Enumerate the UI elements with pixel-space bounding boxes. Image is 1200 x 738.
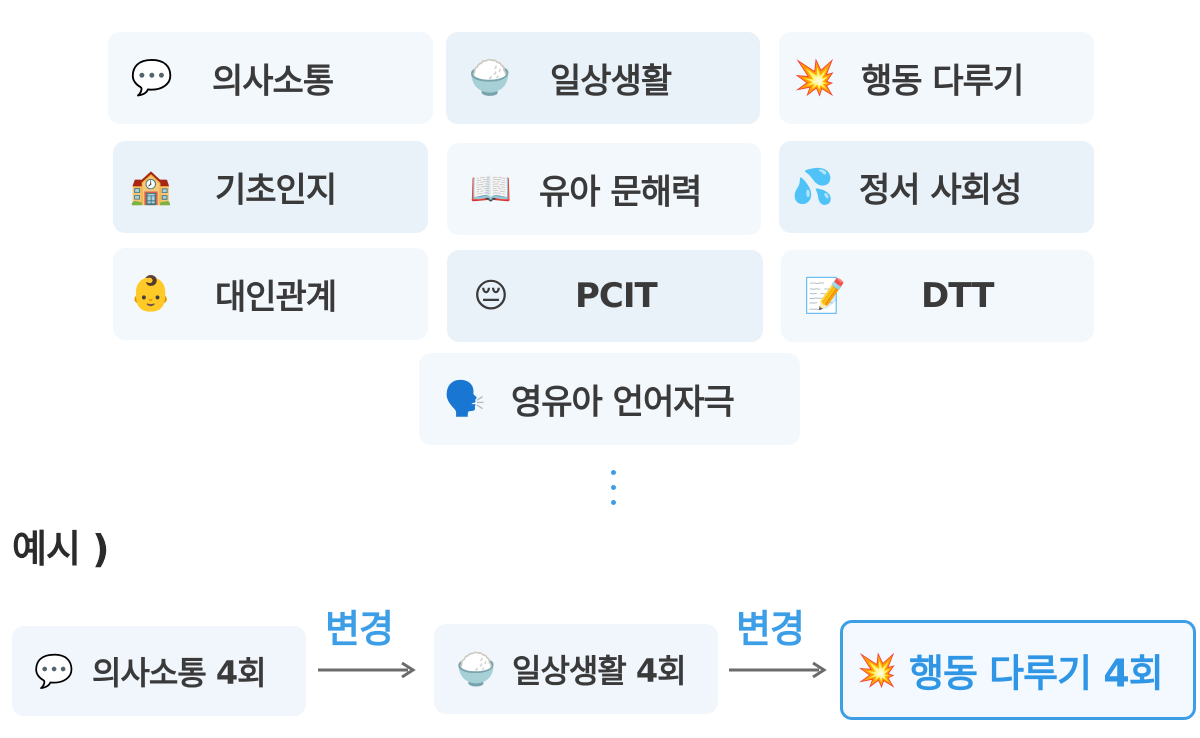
school-icon: 🏫 — [129, 167, 173, 207]
sweat-droplets-icon: 💦 — [791, 167, 835, 207]
change-label: 변경 — [325, 607, 394, 651]
baby-icon: 👶 — [129, 274, 173, 314]
collision-icon: 💥 — [793, 58, 837, 98]
category-label: 정서 사회성 — [859, 170, 1022, 211]
speech-bubble-icon: 💬 — [130, 58, 174, 98]
step-label: 일상생활 4회 — [512, 652, 687, 690]
category-language-stimulation[interactable]: 🗣️ 영유아 언어자극 — [419, 353, 800, 445]
open-book-icon: 📖 — [469, 169, 513, 209]
example-step-communication: 💬 의사소통 4회 — [12, 626, 306, 716]
category-label: 일상생활 — [550, 61, 672, 102]
category-relationships[interactable]: 👶 대인관계 — [113, 248, 428, 340]
arrow-right-icon — [318, 661, 416, 679]
category-behavior[interactable]: 💥 행동 다루기 — [779, 32, 1094, 124]
category-literacy[interactable]: 📖 유아 문해력 — [447, 143, 761, 235]
more-ellipsis-icon — [606, 470, 620, 505]
category-label: 기초인지 — [215, 170, 337, 211]
step-label: 의사소통 4회 — [92, 654, 267, 692]
category-emotional-social[interactable]: 💦 정서 사회성 — [779, 141, 1094, 233]
category-label: PCIT — [575, 276, 658, 316]
category-label: 의사소통 — [212, 61, 334, 102]
category-label: 유아 문해력 — [539, 172, 702, 213]
rice-bowl-icon: 🍚 — [456, 650, 496, 688]
collision-icon: 💥 — [857, 651, 897, 689]
memo-icon: 📝 — [803, 276, 847, 316]
rice-bowl-icon: 🍚 — [468, 58, 512, 98]
category-communication[interactable]: 💬 의사소통 — [108, 32, 433, 124]
category-daily-life[interactable]: 🍚 일상생활 — [446, 32, 760, 124]
speaking-head-icon: 🗣️ — [443, 379, 487, 419]
speech-bubble-icon: 💬 — [34, 652, 74, 690]
category-cognition[interactable]: 🏫 기초인지 — [113, 141, 428, 233]
step-label: 행동 다루기 4회 — [909, 651, 1164, 696]
change-label: 변경 — [736, 607, 805, 651]
category-label: 행동 다루기 — [861, 61, 1024, 102]
example-step-daily-life: 🍚 일상생활 4회 — [434, 624, 718, 714]
example-title: 예시 ) — [12, 527, 110, 571]
category-label: 영유아 언어자극 — [511, 382, 735, 423]
pensive-face-icon: 😔 — [473, 276, 509, 316]
category-dtt[interactable]: 📝 DTT — [781, 250, 1094, 342]
category-label: DTT — [921, 276, 994, 316]
category-pcit[interactable]: 😔 PCIT — [447, 250, 763, 342]
arrow-right-icon — [729, 661, 827, 679]
example-step-behavior: 💥 행동 다루기 4회 — [840, 620, 1196, 720]
category-label: 대인관계 — [215, 277, 337, 318]
